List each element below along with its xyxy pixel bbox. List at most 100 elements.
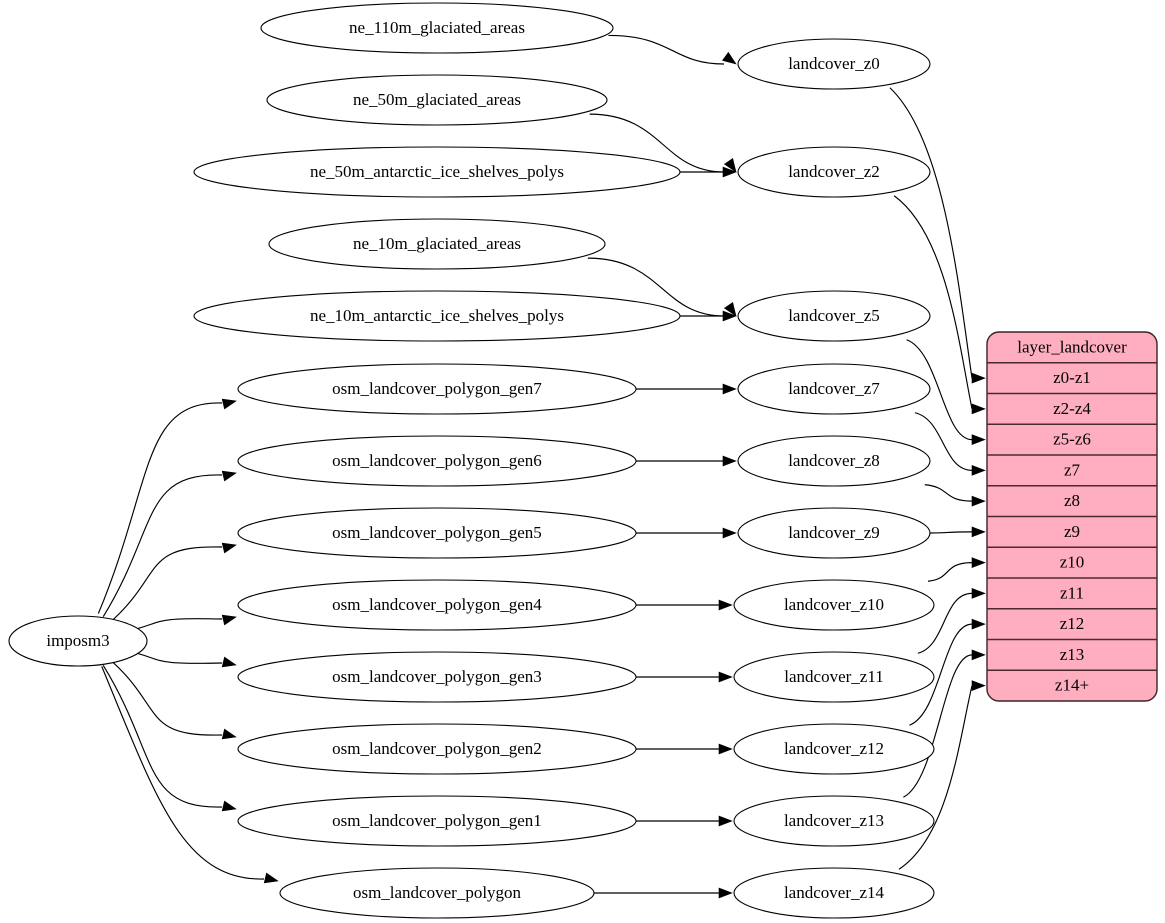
edge-landcover_z13-to-z13: [903, 654, 973, 798]
edge-ne_10m_glaciated_areas-to-landcover_z5-arrow: [723, 301, 737, 317]
node-ellipse: [733, 795, 935, 847]
edge-landcover_z5-to-z5-z6: [906, 339, 973, 441]
node-ellipse: [737, 38, 931, 90]
node-ellipse: [733, 867, 935, 919]
node-landcover_z12[interactable]: landcover_z12: [733, 723, 935, 775]
node-osm_landcover_polygon_gen2[interactable]: osm_landcover_polygon_gen2: [237, 723, 637, 775]
node-ellipse: [237, 723, 637, 775]
edge-osm_landcover_polygon_gen2-to-landcover_z12-arrow: [718, 743, 733, 755]
node-ellipse: [237, 795, 637, 847]
node-imposm3[interactable]: imposm3: [8, 615, 148, 667]
node-ellipse: [237, 579, 637, 631]
node-landcover_z2[interactable]: landcover_z2: [737, 146, 931, 198]
edge-landcover_z14-to-z14+-arrow: [971, 680, 986, 692]
node-ellipse: [737, 435, 931, 487]
node-ne_50m_glaciated_areas[interactable]: ne_50m_glaciated_areas: [266, 74, 608, 126]
edge-ne_10m_antarctic_ice_shelves_polys-to-landcover_z5-arrow: [722, 310, 737, 322]
node-landcover_z13[interactable]: landcover_z13: [733, 795, 935, 847]
edge-landcover_z8-to-z8: [924, 484, 973, 502]
edge-landcover_z8-to-z8-arrow: [971, 495, 986, 507]
edge-osm_landcover_polygon_gen7-to-landcover_z7-arrow: [722, 383, 737, 395]
node-ellipse: [193, 146, 681, 198]
nodes-layer: imposm3 ne_110m_glaciated_areas ne_50m_gla…: [8, 2, 935, 919]
node-ellipse: [737, 146, 931, 198]
node-ne_110m_glaciated_areas[interactable]: ne_110m_glaciated_areas: [260, 2, 614, 54]
node-ellipse: [279, 867, 595, 919]
node-ellipse: [237, 435, 637, 487]
edge-ne_110m_glaciated_areas-to-landcover_z0: [608, 34, 725, 65]
edge-ne_10m_glaciated_areas-to-landcover_z5: [587, 257, 725, 317]
node-osm_landcover_polygon_gen5[interactable]: osm_landcover_polygon_gen5: [237, 507, 637, 559]
edge-landcover_z0-to-z0-z1-arrow: [971, 372, 986, 384]
edge-landcover_z10-to-z10-arrow: [971, 557, 986, 569]
edge-imposm3-to-osm_landcover_polygon_gen7-arrow: [221, 398, 237, 410]
node-landcover_z5[interactable]: landcover_z5: [737, 290, 931, 342]
edge-landcover_z11-to-z11-arrow: [971, 587, 986, 599]
node-osm_landcover_polygon_gen4[interactable]: osm_landcover_polygon_gen4: [237, 579, 637, 631]
node-landcover_z10[interactable]: landcover_z10: [733, 579, 935, 631]
edge-landcover_z9-to-z9: [929, 531, 973, 534]
edge-osm_landcover_polygon_gen5-to-landcover_z9-arrow: [722, 527, 737, 539]
node-ellipse: [268, 218, 606, 270]
node-ne_10m_antarctic_ice_shelves_polys[interactable]: ne_10m_antarctic_ice_shelves_polys: [193, 290, 681, 342]
edge-imposm3-to-osm_landcover_polygon_gen4-arrow: [221, 614, 237, 626]
node-ne_50m_antarctic_ice_shelves_polys[interactable]: ne_50m_antarctic_ice_shelves_polys: [193, 146, 681, 198]
edge-imposm3-to-osm_landcover_polygon_gen5: [109, 546, 223, 624]
edge-imposm3-to-osm_landcover_polygon_gen5-arrow: [221, 542, 237, 554]
node-ne_10m_glaciated_areas[interactable]: ne_10m_glaciated_areas: [268, 218, 606, 270]
node-ellipse: [237, 507, 637, 559]
edge-landcover_z2-to-z2-z4: [893, 195, 973, 409]
edge-osm_landcover_polygon-to-landcover_z14-arrow: [718, 887, 733, 899]
node-ellipse: [266, 74, 608, 126]
edge-ne_50m_antarctic_ice_shelves_polys-to-landcover_z2-arrow: [722, 166, 737, 178]
edge-ne_50m_glaciated_areas-to-landcover_z2: [589, 113, 725, 173]
edge-landcover_z2-to-z2-z4-arrow: [971, 403, 986, 415]
edge-landcover_z0-to-z0-z1: [889, 87, 973, 379]
node-osm_landcover_polygon_gen1[interactable]: osm_landcover_polygon_gen1: [237, 795, 637, 847]
edge-imposm3-to-osm_landcover_polygon_gen6-arrow: [221, 470, 237, 482]
edge-imposm3-to-osm_landcover_polygon_gen2-arrow: [221, 728, 237, 740]
node-ellipse: [260, 2, 614, 54]
edge-landcover_z7-to-z7-arrow: [971, 464, 986, 476]
edge-imposm3-to-osm_landcover_polygon_gen3-arrow: [221, 656, 237, 668]
node-ellipse: [733, 723, 935, 775]
node-landcover_z14[interactable]: landcover_z14: [733, 867, 935, 919]
edge-imposm3-to-osm_landcover_polygon_gen7: [97, 402, 223, 614]
edge-landcover_z12-to-z12: [909, 623, 973, 726]
node-osm_landcover_polygon_gen6[interactable]: osm_landcover_polygon_gen6: [237, 435, 637, 487]
edge-osm_landcover_polygon_gen4-to-landcover_z10-arrow: [718, 599, 733, 611]
node-landcover_z8[interactable]: landcover_z8: [737, 435, 931, 487]
edge-landcover_z12-to-z12-arrow: [971, 618, 986, 630]
edge-osm_landcover_polygon_gen1-to-landcover_z13-arrow: [718, 815, 733, 827]
edge-imposm3-to-osm_landcover_polygon_gen6: [102, 474, 223, 618]
node-osm_landcover_polygon[interactable]: osm_landcover_polygon: [279, 867, 595, 919]
node-ellipse: [737, 363, 931, 415]
node-ellipse: [193, 290, 681, 342]
node-ellipse: [733, 651, 935, 703]
node-ellipse: [8, 615, 148, 667]
node-ellipse: [737, 290, 931, 342]
node-ellipse: [237, 363, 637, 415]
node-landcover_z0[interactable]: landcover_z0: [737, 38, 931, 90]
node-landcover_z11[interactable]: landcover_z11: [733, 651, 935, 703]
node-osm_landcover_polygon_gen7[interactable]: osm_landcover_polygon_gen7: [237, 363, 637, 415]
edge-imposm3-to-osm_landcover_polygon-arrow: [263, 872, 279, 884]
layer-landcover-table: layer_landcoverz0-z1z2-z4z5-z6z7z8z9z10z…: [986, 331, 1158, 702]
edge-ne_110m_glaciated_areas-to-landcover_z0-arrow: [722, 51, 737, 65]
edge-imposm3-to-osm_landcover_polygon_gen2: [109, 658, 223, 736]
edge-landcover_z9-to-z9-arrow: [971, 526, 986, 538]
node-ellipse: [737, 507, 931, 559]
node-landcover_z9[interactable]: landcover_z9: [737, 507, 931, 559]
edge-landcover_z5-to-z5-z6-arrow: [971, 434, 986, 446]
edge-osm_landcover_polygon_gen3-to-landcover_z11-arrow: [718, 671, 733, 683]
edge-imposm3-to-osm_landcover_polygon: [101, 666, 265, 880]
edge-landcover_z10-to-z10: [927, 562, 973, 582]
node-landcover_z7[interactable]: landcover_z7: [737, 363, 931, 415]
node-osm_landcover_polygon_gen3[interactable]: osm_landcover_polygon_gen3: [237, 651, 637, 703]
edge-landcover_z7-to-z7: [914, 412, 973, 471]
edge-imposm3-to-osm_landcover_polygon_gen1-arrow: [221, 800, 237, 812]
edge-landcover_z14-to-z14+: [898, 685, 973, 870]
edge-imposm3-to-osm_landcover_polygon_gen1: [102, 664, 223, 808]
